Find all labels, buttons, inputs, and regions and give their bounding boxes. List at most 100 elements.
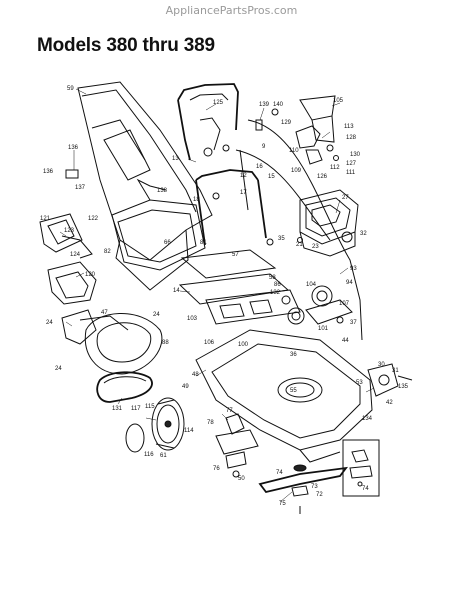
callout-21: 21 bbox=[296, 242, 303, 248]
callout-101: 101 bbox=[318, 326, 329, 332]
callout-94: 94 bbox=[346, 280, 353, 286]
callout-58: 58 bbox=[269, 275, 276, 281]
front-wheel-bracket[interactable] bbox=[367, 363, 413, 397]
inset-detail-box bbox=[342, 439, 380, 497]
callout-9: 9 bbox=[262, 144, 266, 150]
callout-37: 37 bbox=[350, 320, 357, 326]
callout-55: 55 bbox=[290, 388, 297, 394]
callout-35: 35 bbox=[278, 236, 285, 242]
callout-100: 100 bbox=[238, 342, 249, 348]
callout-14: 14 bbox=[173, 288, 180, 294]
callout-140: 140 bbox=[273, 102, 284, 108]
callout-116: 116 bbox=[144, 452, 154, 458]
callout-44: 44 bbox=[342, 338, 349, 344]
callout-136b: 136 bbox=[43, 169, 54, 175]
callout-76: 76 bbox=[213, 466, 220, 472]
callout-73: 73 bbox=[311, 484, 318, 490]
callout-27: 27 bbox=[342, 195, 349, 201]
callout-36: 36 bbox=[290, 352, 297, 358]
control-cable bbox=[235, 119, 363, 341]
rear-wheel[interactable] bbox=[151, 397, 185, 451]
misc-hardware bbox=[65, 108, 303, 246]
callout-72: 72 bbox=[316, 492, 323, 498]
rear-shield[interactable] bbox=[61, 309, 129, 345]
callout-48: 48 bbox=[192, 372, 199, 378]
callout-125: 125 bbox=[213, 100, 224, 106]
callout-24c: 24 bbox=[55, 366, 62, 372]
callout-129: 129 bbox=[281, 120, 292, 126]
callout-105: 105 bbox=[333, 98, 344, 104]
callout-138: 138 bbox=[157, 188, 168, 194]
callout-42: 42 bbox=[386, 400, 393, 406]
callout-23: 23 bbox=[312, 244, 319, 250]
engine-shroud[interactable] bbox=[299, 95, 336, 143]
callout-132: 132 bbox=[270, 290, 281, 296]
callout-32: 32 bbox=[360, 231, 367, 237]
callout-103: 103 bbox=[187, 316, 198, 322]
leader-lines bbox=[59, 88, 375, 503]
callout-110: 110 bbox=[289, 148, 299, 154]
callout-24a: 24 bbox=[46, 320, 53, 326]
hubcap[interactable] bbox=[125, 423, 145, 453]
catcher-frame[interactable] bbox=[111, 178, 206, 271]
callout-17: 17 bbox=[240, 190, 247, 196]
callout-111: 111 bbox=[346, 170, 356, 176]
callout-59: 59 bbox=[67, 86, 74, 92]
callout-135: 135 bbox=[398, 384, 409, 390]
callout-78: 78 bbox=[207, 420, 214, 426]
callout-61: 61 bbox=[160, 453, 167, 459]
callout-53: 53 bbox=[356, 380, 363, 386]
belt-cover[interactable] bbox=[84, 313, 163, 375]
callout-15: 15 bbox=[268, 174, 275, 180]
engine[interactable] bbox=[299, 189, 359, 257]
watermark: AppliancePartsPros.com bbox=[165, 4, 298, 17]
callout-126: 126 bbox=[317, 174, 328, 180]
callout-139: 139 bbox=[259, 102, 270, 108]
callout-49: 49 bbox=[182, 384, 189, 390]
rear-deflector[interactable] bbox=[47, 261, 97, 305]
callout-124: 124 bbox=[70, 252, 81, 258]
callout-128: 128 bbox=[346, 135, 357, 141]
side-discharge-chute[interactable] bbox=[39, 213, 93, 259]
callout-88: 88 bbox=[162, 340, 169, 346]
height-adjuster-assembly[interactable] bbox=[178, 249, 301, 325]
callout-12: 12 bbox=[240, 173, 247, 179]
callout-107: 107 bbox=[339, 301, 350, 307]
mower-deck[interactable] bbox=[195, 329, 373, 463]
callout-30: 30 bbox=[378, 362, 385, 368]
callout-24b: 24 bbox=[153, 312, 160, 318]
drive-belt[interactable] bbox=[96, 371, 153, 403]
callout-117: 117 bbox=[131, 406, 141, 412]
upper-handle[interactable] bbox=[177, 83, 239, 161]
blade-adapter[interactable] bbox=[215, 413, 259, 478]
callout-109: 109 bbox=[291, 168, 302, 174]
callout-112: 112 bbox=[330, 165, 340, 171]
callout-74a: 74 bbox=[276, 470, 283, 476]
lower-handle[interactable] bbox=[195, 149, 267, 246]
callout-13: 13 bbox=[172, 156, 179, 162]
callout-31: 31 bbox=[392, 368, 399, 374]
callout-134: 134 bbox=[362, 416, 373, 422]
callout-50: 50 bbox=[238, 476, 245, 482]
mower-blade[interactable] bbox=[258, 464, 349, 514]
callout-93: 93 bbox=[350, 266, 357, 272]
transmission-gears[interactable] bbox=[287, 285, 353, 325]
callout-75: 75 bbox=[279, 501, 286, 507]
callout-18: 18 bbox=[193, 197, 200, 203]
callout-113: 113 bbox=[344, 124, 354, 130]
carburetor-linkage[interactable] bbox=[295, 125, 339, 165]
callout-77: 77 bbox=[226, 408, 233, 414]
callout-104: 104 bbox=[306, 282, 317, 288]
callout-122: 122 bbox=[88, 216, 99, 222]
callout-120: 120 bbox=[85, 272, 96, 278]
callout-115: 115 bbox=[145, 404, 155, 410]
callout-136a: 136 bbox=[68, 145, 79, 151]
callout-123: 123 bbox=[64, 228, 75, 234]
callout-127: 127 bbox=[346, 161, 357, 167]
callout-137: 137 bbox=[75, 185, 86, 191]
callout-57: 57 bbox=[232, 252, 239, 258]
callout-131: 131 bbox=[112, 406, 123, 412]
callout-121: 121 bbox=[40, 216, 51, 222]
grass-catcher-bag[interactable] bbox=[77, 81, 213, 291]
